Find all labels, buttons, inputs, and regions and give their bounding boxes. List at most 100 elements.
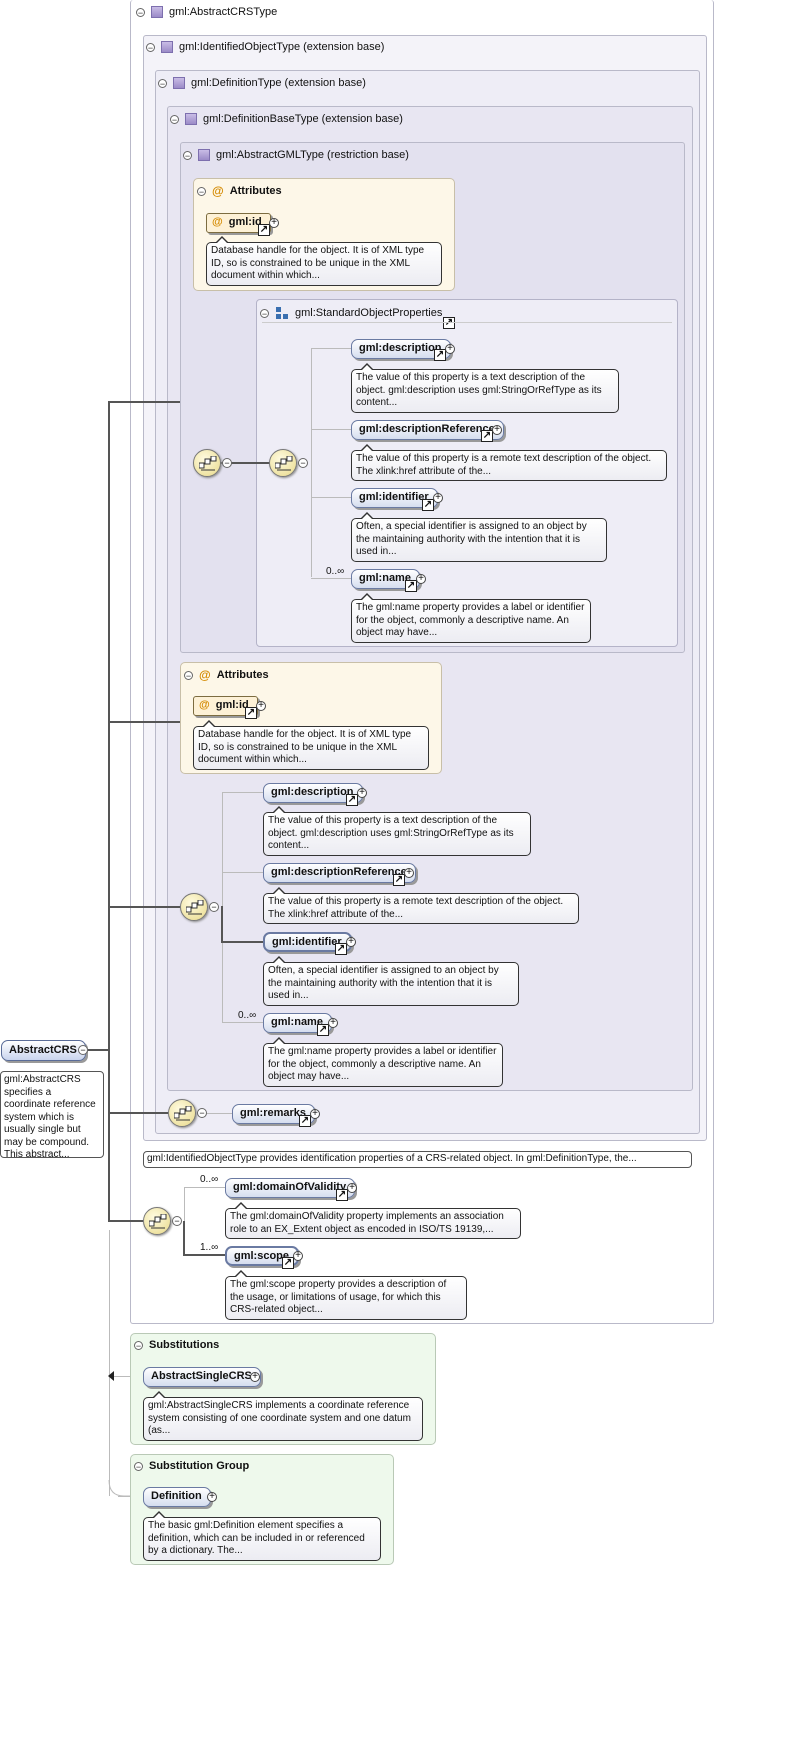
- connector-line: [311, 348, 351, 349]
- complex-type-icon: [161, 41, 173, 53]
- external-link-icon[interactable]: ↗: [336, 1189, 348, 1201]
- plus-circle-icon[interactable]: +: [328, 1018, 338, 1028]
- attributes-header[interactable]: − @ Attributes: [197, 184, 282, 198]
- connector-line: [311, 429, 351, 430]
- collapse-icon[interactable]: −: [170, 114, 179, 125]
- element-label: gml:scope: [234, 1250, 290, 1262]
- plus-circle-icon[interactable]: +: [357, 788, 367, 798]
- substitutions-title: Substitutions: [149, 1339, 220, 1351]
- sequence-compositor[interactable]: [193, 449, 221, 477]
- attribute-at-icon: @: [212, 184, 224, 198]
- minus-circle-icon[interactable]: −: [172, 1216, 182, 1226]
- identified-object-type-title: gml:IdentifiedObjectType (extension base…: [179, 41, 385, 53]
- domain-of-validity-element[interactable]: gml:domainOfValidity: [225, 1178, 356, 1198]
- collapse-icon[interactable]: −: [183, 150, 192, 161]
- element-label: gml:name: [359, 572, 411, 584]
- external-link-icon[interactable]: ↗: [335, 943, 347, 955]
- group-icon: [276, 307, 288, 319]
- plus-circle-icon[interactable]: +: [347, 1183, 357, 1193]
- identified-object-type-header[interactable]: − gml:IdentifiedObjectType (extension ba…: [146, 41, 384, 53]
- definition-doc: The basic gml:Definition element specifi…: [143, 1511, 381, 1561]
- collapse-icon[interactable]: −: [158, 78, 167, 89]
- attribute-at-icon: @: [199, 668, 211, 682]
- connector-line: [222, 1022, 263, 1023]
- plus-circle-icon[interactable]: +: [293, 1251, 303, 1261]
- abstract-crs-root-element[interactable]: AbstractCRS: [1, 1040, 86, 1061]
- sequence-compositor[interactable]: [168, 1099, 196, 1127]
- sop-description-element[interactable]: gml:description: [351, 339, 451, 359]
- external-link-icon[interactable]: ↗: [481, 430, 493, 442]
- substitution-group-title: Substitution Group: [149, 1460, 250, 1472]
- connector-line: [109, 1376, 144, 1377]
- identified-object-type-doc: gml:IdentifiedObjectType provides identi…: [143, 1151, 692, 1168]
- sequence-compositor[interactable]: [269, 449, 297, 477]
- plus-circle-icon[interactable]: +: [492, 425, 502, 435]
- sequence-compositor[interactable]: [143, 1207, 171, 1235]
- collapse-icon[interactable]: −: [134, 1340, 143, 1351]
- collapse-icon[interactable]: −: [197, 186, 206, 197]
- scope-element[interactable]: gml:scope: [225, 1246, 300, 1266]
- external-link-icon[interactable]: ↗: [282, 1257, 294, 1269]
- name-element[interactable]: gml:name: [263, 1013, 332, 1033]
- collapse-icon[interactable]: −: [184, 670, 193, 681]
- external-link-icon[interactable]: ↗: [443, 317, 455, 329]
- external-link-icon[interactable]: ↗: [393, 874, 405, 886]
- minus-circle-icon[interactable]: −: [209, 902, 219, 912]
- external-link-icon[interactable]: ↗: [434, 349, 446, 361]
- external-link-icon[interactable]: ↗: [258, 224, 270, 236]
- abstract-gml-type-header[interactable]: − gml:AbstractGMLType (restriction base): [183, 149, 409, 161]
- external-link-icon[interactable]: ↗: [422, 499, 434, 511]
- minus-circle-icon[interactable]: −: [197, 1108, 207, 1118]
- sop-description-doc: The value of this property is a text des…: [351, 363, 619, 413]
- substitutions-header[interactable]: − Substitutions: [134, 1339, 219, 1351]
- plus-circle-icon[interactable]: +: [269, 218, 279, 228]
- plus-circle-icon[interactable]: +: [256, 701, 266, 711]
- sequence-compositor[interactable]: [180, 893, 208, 921]
- definition-type-header[interactable]: − gml:DefinitionType (extension base): [158, 77, 366, 89]
- standard-object-properties-header[interactable]: − gml:StandardObjectProperties: [260, 306, 442, 320]
- sop-name-element[interactable]: gml:name: [351, 569, 420, 589]
- plus-circle-icon[interactable]: +: [416, 574, 426, 584]
- plus-circle-icon[interactable]: +: [207, 1492, 217, 1502]
- collapse-icon[interactable]: −: [146, 42, 155, 53]
- plus-circle-icon[interactable]: +: [346, 937, 356, 947]
- description-doc: The value of this property is a text des…: [263, 806, 531, 856]
- minus-circle-icon[interactable]: −: [298, 458, 308, 468]
- minus-circle-icon[interactable]: −: [222, 458, 232, 468]
- attributes-header[interactable]: − @ Attributes: [184, 668, 269, 682]
- gml-id-attribute[interactable]: @gml:id: [206, 213, 271, 233]
- definition-element[interactable]: Definition: [143, 1487, 211, 1507]
- collapse-icon[interactable]: −: [134, 1461, 143, 1472]
- external-link-icon[interactable]: ↗: [405, 580, 417, 592]
- collapse-icon[interactable]: −: [260, 308, 269, 319]
- gml-id-label: gml:id: [228, 216, 262, 228]
- connector-line: [221, 941, 263, 943]
- definition-base-type-header[interactable]: − gml:DefinitionBaseType (extension base…: [170, 113, 403, 125]
- remarks-element[interactable]: gml:remarks: [232, 1104, 316, 1124]
- substitution-group-header[interactable]: − Substitution Group: [134, 1460, 249, 1472]
- connector-line: [183, 1221, 185, 1255]
- external-link-icon[interactable]: ↗: [299, 1115, 311, 1127]
- minus-circle-icon[interactable]: −: [78, 1045, 88, 1055]
- description-reference-element[interactable]: gml:descriptionReference: [263, 863, 416, 883]
- external-link-icon[interactable]: ↗: [245, 707, 257, 719]
- gml-id-attribute[interactable]: @gml:id: [193, 696, 258, 716]
- abstract-single-crs-element[interactable]: AbstractSingleCRS: [143, 1367, 261, 1387]
- connector-line: [222, 792, 263, 793]
- sop-description-reference-element[interactable]: gml:descriptionReference: [351, 420, 504, 440]
- collapse-icon[interactable]: −: [136, 7, 145, 18]
- abstract-crs-type-header[interactable]: − gml:AbstractCRSType: [136, 6, 277, 18]
- plus-circle-icon[interactable]: +: [250, 1372, 260, 1382]
- plus-circle-icon[interactable]: +: [445, 344, 455, 354]
- description-element[interactable]: gml:description: [263, 783, 363, 803]
- sop-identifier-element[interactable]: gml:identifier: [351, 488, 438, 508]
- plus-circle-icon[interactable]: +: [310, 1109, 320, 1119]
- plus-circle-icon[interactable]: +: [404, 868, 414, 878]
- external-link-icon[interactable]: ↗: [317, 1024, 329, 1036]
- description-reference-doc: The value of this property is a remote t…: [263, 887, 579, 924]
- attributes-title: Attributes: [229, 185, 282, 197]
- element-label: gml:description: [359, 342, 442, 354]
- plus-circle-icon[interactable]: +: [433, 493, 443, 503]
- external-link-icon[interactable]: ↗: [346, 794, 358, 806]
- connector-line: [311, 578, 351, 579]
